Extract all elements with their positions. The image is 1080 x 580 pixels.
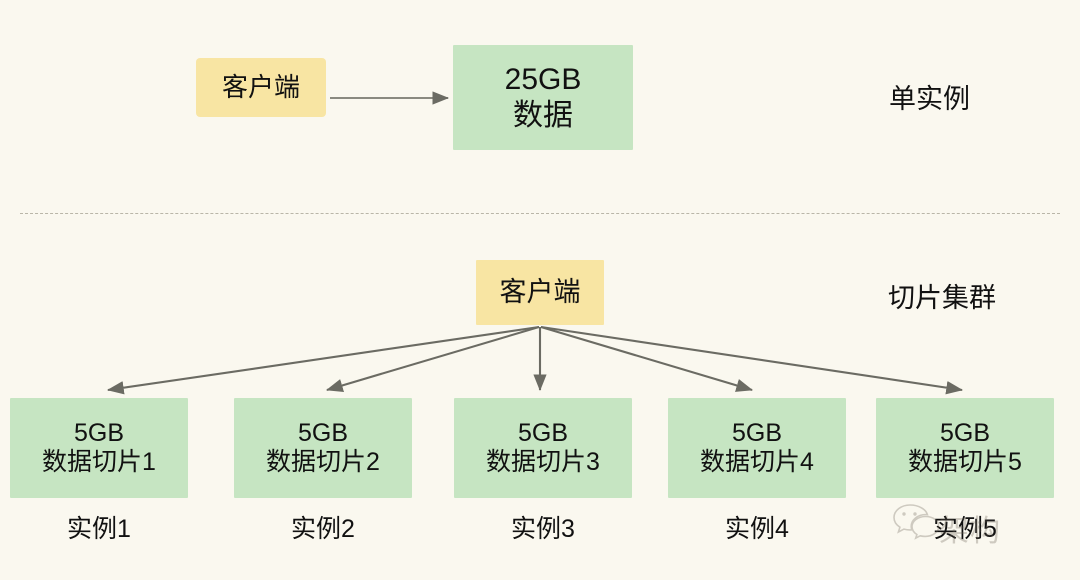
data-box-name: 数据 — [513, 98, 573, 132]
shard-size: 5GB — [731, 418, 783, 447]
shard-box-5: 5GB 数据切片5 — [876, 398, 1054, 498]
shard-box-3: 5GB 数据切片3 — [454, 398, 632, 498]
shard-name: 数据切片3 — [486, 448, 600, 476]
shard-box-4: 5GB 数据切片4 — [668, 398, 846, 498]
shard-name: 数据切片5 — [908, 448, 1022, 476]
shard-box-1: 5GB 数据切片1 — [10, 398, 188, 498]
shard-name: 数据切片1 — [42, 448, 156, 476]
instance-label-2: 实例2 — [291, 515, 355, 543]
shard-name: 数据切片2 — [266, 448, 380, 476]
section-label-sharded-cluster: 切片集群 — [888, 283, 996, 313]
instance-label-4: 实例4 — [725, 515, 789, 543]
arrow-client-to-shard-4 — [540, 325, 754, 392]
client-box-single-instance: 客户端 — [196, 58, 326, 117]
arrow-client-to-shard-2 — [325, 325, 540, 392]
shard-size: 5GB — [939, 418, 991, 447]
shard-size: 5GB — [297, 418, 349, 447]
client-box-label: 客户端 — [221, 72, 300, 103]
data-box-size: 25GB — [504, 63, 582, 97]
client-box-sharded-cluster: 客户端 — [476, 260, 604, 325]
instance-label-3: 实例3 — [511, 515, 575, 543]
shard-box-2: 5GB 数据切片2 — [234, 398, 412, 498]
instance-label-5: 实例5 — [933, 515, 997, 543]
shard-size: 5GB — [73, 418, 125, 447]
shard-size: 5GB — [517, 418, 569, 447]
section-label-single-instance: 单实例 — [889, 84, 970, 114]
arrow-client-to-shard-1 — [106, 325, 540, 395]
section-divider — [20, 213, 1060, 214]
data-box-25gb: 25GB 数据 — [453, 45, 633, 150]
client-box-label: 客户端 — [499, 276, 581, 307]
shard-name: 数据切片4 — [700, 448, 814, 476]
instance-label-1: 实例1 — [67, 515, 131, 543]
arrow-client-to-shard-5 — [540, 325, 964, 395]
